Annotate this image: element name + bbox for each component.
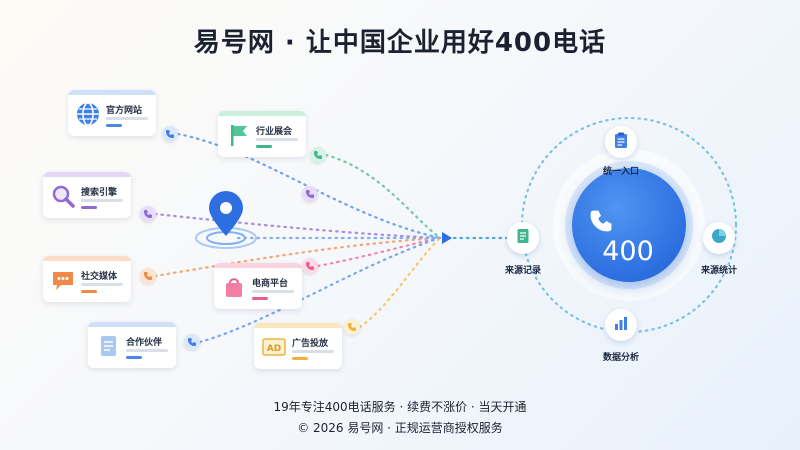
phone-icon	[302, 258, 318, 274]
source-label: 官方网站	[106, 106, 143, 116]
phone-icon	[588, 208, 614, 238]
hub-label: 数据分析	[602, 353, 640, 363]
phone-icon	[184, 334, 200, 350]
page-title: 易号网 · 让中国企业用好400电话	[193, 28, 607, 58]
chat-bubble-icon	[49, 266, 77, 294]
footer-copyright: © 2026 易号网 · 正规运营商授权服务	[297, 421, 503, 435]
source-label: 搜索引擎	[81, 188, 118, 198]
location-pin-icon	[195, 191, 257, 249]
flow-line-expo	[324, 153, 442, 240]
source-label: 广告投放	[292, 339, 329, 349]
phone-icon	[140, 268, 156, 284]
hub-label: 来源统计	[700, 266, 738, 276]
flow-line-social	[153, 236, 442, 278]
phone-icon	[140, 206, 156, 222]
source-card-ecommerce: 电商平台	[214, 263, 302, 309]
ad-icon: AD	[260, 333, 288, 361]
phone-icon	[344, 319, 360, 335]
flow-line-ads	[358, 236, 442, 329]
phone-icon	[162, 126, 178, 142]
flow-line-search	[153, 212, 442, 240]
center-400-circle	[572, 168, 686, 282]
source-label: 社交媒体	[81, 272, 118, 282]
record-icon	[514, 227, 532, 249]
document-icon	[94, 332, 122, 360]
bar-chart-icon	[612, 314, 630, 336]
source-label: 电商平台	[252, 279, 289, 289]
source-card-partner: 合作伙伴	[88, 322, 176, 368]
footer-tagline: 19年专注400电话服务 · 续费不涨价 · 当天开通	[273, 400, 527, 414]
flow-line-ecommerce	[316, 236, 442, 268]
flow-line-partner	[198, 236, 442, 344]
phone-icon	[310, 147, 326, 163]
phone-icon	[302, 186, 318, 202]
pie-chart-icon	[710, 227, 728, 249]
svg-text:AD: AD	[267, 344, 281, 354]
hub-label: 来源记录	[504, 266, 542, 276]
source-card-expo: 行业展会	[218, 111, 306, 157]
magnifier-icon	[49, 182, 77, 210]
source-card-ads: AD 广告投放	[254, 323, 342, 369]
source-label: 行业展会	[256, 127, 293, 137]
flow-line-website	[176, 132, 442, 240]
globe-icon	[74, 100, 102, 128]
flow-arrow-icon	[442, 232, 452, 244]
shopping-bag-icon	[220, 273, 248, 301]
source-card-website: 官方网站	[68, 90, 156, 136]
hub-node-source-record	[507, 222, 539, 254]
source-card-social: 社交媒体	[43, 256, 131, 302]
center-number: 400	[602, 236, 654, 267]
hub-node-source-stats	[703, 222, 735, 254]
hub-node-unified-entry	[605, 126, 637, 158]
source-label: 合作伙伴	[126, 338, 163, 348]
hub-label: 统一入口	[602, 167, 640, 177]
hub-node-data-analysis	[605, 309, 637, 341]
flag-icon	[224, 121, 252, 149]
clipboard-icon	[612, 131, 630, 153]
source-card-search: 搜索引擎	[43, 172, 131, 218]
